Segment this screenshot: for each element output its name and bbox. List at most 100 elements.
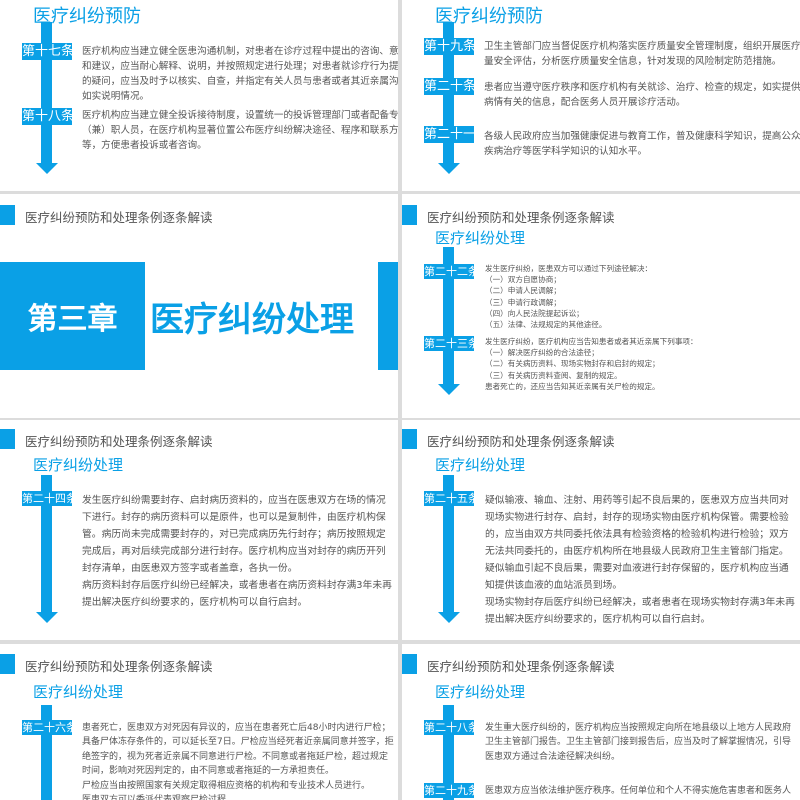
article-label: 第二十一条 <box>424 126 490 143</box>
article-text: 卫生主管部门应当督促医疗机构落实医疗质量安全管理制度，组织开展医疗质量安全评估，… <box>484 39 800 69</box>
article-label: 第二十三条 <box>424 336 479 351</box>
article-text-line: 知提供该血液的血站派员到场。 <box>485 580 623 591</box>
chapter-number: 第三章 <box>27 302 118 337</box>
article-text: 医疗机构应当建立健全投诉接待制度，设置统一的投诉管理部门或者配备专 （兼）职人员，… <box>82 108 398 153</box>
article-text-line: 医疗机构应当建立健全投诉接待制度，设置统一的投诉管理部门或者配备专 <box>82 110 398 121</box>
article-label: 第二十八条 <box>424 720 479 735</box>
article-text-line: 下进行。封存的病历资料可以是原件，也可以是复制件，由医疗机构保 <box>82 512 386 523</box>
article-text-line: 医患双方可以委派代表观察尸检过程。 <box>82 793 394 800</box>
article-text-line: （兼）职人员，在医疗机构显著位置公布医疗纠纷解决途径、程序和联系方式 <box>82 125 398 136</box>
chapter-number-block: 第三章 <box>0 262 145 370</box>
section-title: 医疗纠纷处理 <box>435 456 526 474</box>
timeline-arrow-shaft <box>41 475 52 612</box>
header-accent-square <box>402 654 417 674</box>
article-text-line: 疑似输液、输血、注射、用药等引起不良后果的，医患双方应当共同对 <box>485 495 789 506</box>
chapter-accent-bar <box>378 262 398 370</box>
article-text-line: 提出解决医疗纠纷要求的，医疗机构可以自行启封。 <box>485 614 711 625</box>
article-text-line: 患者死亡，医患双方对死因有异议的，应当在患者死亡后48小时内进行尸检； <box>82 723 391 733</box>
timeline-arrow-shaft <box>41 22 52 163</box>
timeline-arrow-head-icon <box>35 163 58 174</box>
article-text: 医疗机构应当建立健全医患沟通机制，对患者在诊疗过程中提出的咨询、意见和建议，应当… <box>82 44 398 104</box>
article-label: 第二十六条 <box>22 720 77 735</box>
slide: 医疗纠纷预防第十九条卫生主管部门应当督促医疗机构落实医疗质量安全管理制度，组织开… <box>402 0 800 191</box>
timeline-arrow-head-icon <box>437 163 460 174</box>
section-title: 医疗纠纷预防 <box>33 6 141 27</box>
article-text-line: 绝签字的，视为死者近亲属不同意进行尸检。不同意或者拖延尸检，超过规定 <box>82 751 389 762</box>
timeline-arrow-head-icon <box>437 384 460 395</box>
article-label: 第二十二条 <box>424 264 479 279</box>
timeline-arrow-head-icon <box>437 612 460 623</box>
slide-header-title: 医疗纠纷预防和处理条例逐条解读 <box>25 434 213 449</box>
article-text-line: （二）有关病历资料、现场实物封存和启封的规定； <box>485 359 660 369</box>
article-text-line: 医疗机构应当建立健全医患沟通机制，对患者在诊疗过程中提出的咨询、意见 <box>82 46 398 57</box>
article-text-line: 具备尸体冻存条件的，可以延长至7日。尸检应当经死者近亲属同意并签字，拒 <box>82 737 394 748</box>
article-label: 第二十四条 <box>22 491 77 506</box>
article-text-line: （五）法律、法规规定的其他途径。 <box>485 320 607 330</box>
article-text-line: 等，方便患者投诉或者咨询。 <box>82 140 207 151</box>
article-text: 患者死亡，医患双方对死因有异议的，应当在患者死亡后48小时内进行尸检； 具备尸体冻… <box>82 721 394 800</box>
slide: 医疗纠纷预防第十七条医疗机构应当建立健全医患沟通机制，对患者在诊疗过程中提出的咨… <box>0 0 398 191</box>
article-text-line: 各级人民政府应当加强健康促进与教育工作，普及健康科学知识，提高公众对 <box>484 131 800 142</box>
timeline-arrow-shaft <box>443 705 454 800</box>
article-text-line: 提出解决医疗纠纷要求的，医疗机构可以自行启封。 <box>82 597 308 608</box>
section-title: 医疗纠纷预防 <box>435 6 543 27</box>
article-text-line: 的疑问，应当及时予以核实、自查，并指定有关人员与患者或者其近亲属沟通， <box>82 76 398 87</box>
timeline-arrow-shaft <box>41 705 52 800</box>
header-accent-square <box>0 429 15 449</box>
slide: 医疗纠纷预防和处理条例逐条解读医疗纠纷处理第二十四条发生医疗纠纷需要封存、启封病… <box>0 420 398 640</box>
article-text-line: 医患双方应当依法维护医疗秩序。任何单位和个人不得实施危害患者和医务人 <box>485 786 792 796</box>
section-title: 医疗纠纷处理 <box>435 229 526 247</box>
slide-header-title: 医疗纠纷预防和处理条例逐条解读 <box>427 659 615 674</box>
article-text-line: 如实说明情况。 <box>82 91 150 102</box>
article-text-line: 发生医疗纠纷，医疗机构应当告知患者或者其近亲属下列事项： <box>485 337 698 346</box>
timeline-arrow-shaft <box>443 475 454 612</box>
slide: 医疗纠纷预防和处理条例逐条解读第三章医疗纠纷处理 <box>0 194 398 418</box>
header-accent-square <box>0 654 15 674</box>
slide-header-title: 医疗纠纷预防和处理条例逐条解读 <box>427 434 615 449</box>
article-text-line: （三）申请行政调解； <box>485 297 561 307</box>
article-text: 患者应当遵守医疗秩序和医疗机构有关就诊、治疗、检查的规定，如实提供与病情有关的信… <box>484 80 800 110</box>
timeline-arrow-head-icon <box>35 612 58 623</box>
article-label: 第二十条 <box>424 78 477 95</box>
article-text-line: （一）双方自愿协商； <box>485 275 561 285</box>
article-text-line: 封存清单，由医患双方签字或者盖章，各执一份。 <box>82 563 298 574</box>
article-text-line: 发生医疗纠纷，医患双方可以通过下列途径解决： <box>485 264 653 273</box>
article-label: 第十七条 <box>22 43 75 60</box>
article-text-line: 和建议，应当耐心解释、说明，并按照规定进行处理；对患者就诊疗行为提出 <box>82 61 398 72</box>
article-text-line: （四）向人民法院提起诉讼； <box>485 308 584 318</box>
slide: 医疗纠纷预防和处理条例逐条解读医疗纠纷处理第二十六条患者死亡，医患双方对死因有异… <box>0 644 398 800</box>
article-text-line: 卫生主管部门报告。卫生主管部门接到报告后，应当及时了解掌握情况，引导 <box>485 737 792 748</box>
article-text-line: 卫生主管部门应当督促医疗机构落实医疗质量安全管理制度，组织开展医疗质 <box>484 41 800 52</box>
section-title: 医疗纠纷处理 <box>33 456 124 474</box>
article-text: 发生医疗纠纷需要封存、启封病历资料的，应当在医患双方在场的情况下进行。封存的病历… <box>82 492 392 611</box>
slide: 医疗纠纷预防和处理条例逐条解读医疗纠纷处理第二十五条疑似输液、输血、注射、用药等… <box>402 420 800 640</box>
article-text-line: 量安全评估，分析医疗质量安全信息，针对发现的风险制定防范措施。 <box>484 56 782 67</box>
article-text-line: （一）解决医疗纠纷的合法途径； <box>485 348 599 358</box>
slide-header-title: 医疗纠纷预防和处理条例逐条解读 <box>25 659 213 674</box>
article-text-line: 发生医疗纠纷需要封存、启封病历资料的，应当在医患双方在场的情况 <box>82 495 386 506</box>
article-text: 发生医疗纠纷，医患双方可以通过下列途径解决： （一）双方自愿协商；（二）申请人民调… <box>485 263 652 330</box>
article-text-line: 管。病历尚未完成需要封存的，对已完成病历先行封存；病历按照规定 <box>82 529 386 540</box>
timeline-arrow-shaft <box>443 247 454 384</box>
header-accent-square <box>402 429 417 449</box>
article-text-line: 时间，影响对死因判定的，由不同意或者拖延的一方承担责任。 <box>82 766 335 777</box>
section-title: 医疗纠纷处理 <box>435 683 526 701</box>
article-text: 疑似输液、输血、注射、用药等引起不良后果的，医患双方应当共同对现场实物进行封存、… <box>485 492 795 628</box>
article-text-line: 完成后，再对后续完成部分进行封存。医疗机构应当对封存的病历开列 <box>82 546 386 557</box>
article-text-line: （二）申请人民调解； <box>485 286 561 296</box>
article-text-line: 尸检应当由按照国家有关规定取得相应资格的机构和专业技术人员进行。 <box>82 780 371 791</box>
article-text: 发生重大医疗纠纷的，医疗机构应当按照规定向所在地县级以上地方人民政府卫生主管部门… <box>485 721 791 764</box>
header-accent-square <box>402 205 417 225</box>
article-text-line: 的，应当由双方共同委托依法具有检验资格的检验机构进行检验；双方 <box>485 529 789 540</box>
article-text: 各级人民政府应当加强健康促进与教育工作，普及健康科学知识，提高公众对疾病治疗等医… <box>484 129 800 159</box>
article-text-line: 无法共同委托的，由医疗机构所在地县级人民政府卫生主管部门指定。 <box>485 546 789 557</box>
article-label: 第十九条 <box>424 38 477 55</box>
article-text-line: （三）有关病历资料查阅、复制的规定。 <box>485 370 622 380</box>
chapter-title: 医疗纠纷处理 <box>150 300 354 340</box>
article-text: 发生医疗纠纷，医疗机构应当告知患者或者其近亲属下列事项： （一）解决医疗纠纷的合法… <box>485 336 698 392</box>
article-text-line: 疑似输血引起不良后果，需要对血液进行封存保留的，医疗机构应当通 <box>485 563 789 574</box>
article-label: 第二十五条 <box>424 491 479 506</box>
slide-header-title: 医疗纠纷预防和处理条例逐条解读 <box>25 210 213 225</box>
slide: 医疗纠纷预防和处理条例逐条解读医疗纠纷处理第二十二条发生医疗纠纷，医患双方可以通… <box>402 194 800 418</box>
slide-header-title: 医疗纠纷预防和处理条例逐条解读 <box>427 210 615 225</box>
